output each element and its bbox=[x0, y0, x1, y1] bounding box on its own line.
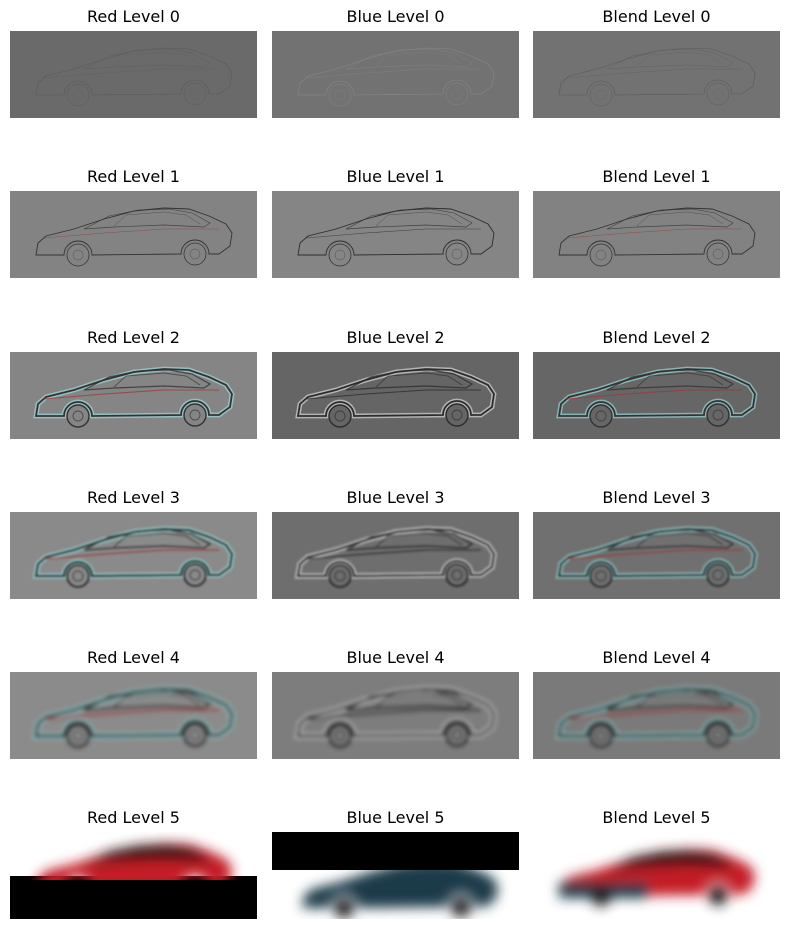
panel-blue-level-5: Blue Level 5 bbox=[272, 808, 519, 923]
panel-red-level-4: Red Level 4 bbox=[10, 648, 257, 763]
pyramid-image bbox=[533, 191, 780, 278]
panel-title: Blend Level 5 bbox=[602, 808, 711, 827]
panel-red-level-1: Red Level 1 bbox=[10, 167, 257, 282]
panel-blend-level-3: Blend Level 3 bbox=[533, 488, 780, 603]
panel-red-level-2: Red Level 2 bbox=[10, 328, 257, 443]
panel-blue-level-1: Blue Level 1 bbox=[272, 167, 519, 282]
panel-title: Blend Level 1 bbox=[602, 167, 711, 186]
panel-blend-level-4: Blend Level 4 bbox=[533, 648, 780, 763]
panel-title: Blue Level 0 bbox=[346, 7, 445, 26]
pyramid-image bbox=[10, 191, 257, 278]
pyramid-image bbox=[533, 31, 780, 118]
pyramid-image bbox=[272, 512, 519, 599]
panel-blend-level-0: Blend Level 0 bbox=[533, 7, 780, 122]
pyramid-image bbox=[533, 512, 780, 599]
panel-title: Red Level 0 bbox=[87, 7, 180, 26]
panel-blue-level-2: Blue Level 2 bbox=[272, 328, 519, 443]
panel-red-level-0: Red Level 0 bbox=[10, 7, 257, 122]
pyramid-image bbox=[272, 832, 519, 919]
pyramid-image bbox=[10, 512, 257, 599]
pyramid-image bbox=[272, 191, 519, 278]
pyramid-image bbox=[10, 352, 257, 439]
pyramid-image bbox=[10, 832, 257, 919]
panel-title: Blend Level 0 bbox=[602, 7, 711, 26]
panel-blend-level-2: Blend Level 2 bbox=[533, 328, 780, 443]
panel-blue-level-0: Blue Level 0 bbox=[272, 7, 519, 122]
panel-title: Blue Level 1 bbox=[346, 167, 445, 186]
pyramid-image bbox=[272, 31, 519, 118]
panel-blend-level-5: Blend Level 5 bbox=[533, 808, 780, 923]
panel-blend-level-1: Blend Level 1 bbox=[533, 167, 780, 282]
panel-title: Red Level 1 bbox=[87, 167, 180, 186]
panel-blue-level-4: Blue Level 4 bbox=[272, 648, 519, 763]
panel-title: Blend Level 3 bbox=[602, 488, 711, 507]
panel-title: Red Level 5 bbox=[87, 808, 180, 827]
panel-title: Blue Level 2 bbox=[346, 328, 445, 347]
panel-title: Blue Level 3 bbox=[346, 488, 445, 507]
panel-title: Blend Level 4 bbox=[602, 648, 711, 667]
panel-red-level-5: Red Level 5 bbox=[10, 808, 257, 923]
panel-title: Blue Level 5 bbox=[346, 808, 445, 827]
panel-title: Red Level 2 bbox=[87, 328, 180, 347]
pyramid-image bbox=[533, 352, 780, 439]
pyramid-image bbox=[533, 832, 780, 919]
pyramid-image bbox=[272, 352, 519, 439]
pyramid-image bbox=[533, 672, 780, 759]
panel-red-level-3: Red Level 3 bbox=[10, 488, 257, 603]
panel-blue-level-3: Blue Level 3 bbox=[272, 488, 519, 603]
panel-title: Blue Level 4 bbox=[346, 648, 445, 667]
panel-title: Red Level 4 bbox=[87, 648, 180, 667]
panel-title: Red Level 3 bbox=[87, 488, 180, 507]
pyramid-image bbox=[272, 672, 519, 759]
pyramid-image bbox=[10, 672, 257, 759]
pyramid-image bbox=[10, 31, 257, 118]
panel-title: Blend Level 2 bbox=[602, 328, 711, 347]
